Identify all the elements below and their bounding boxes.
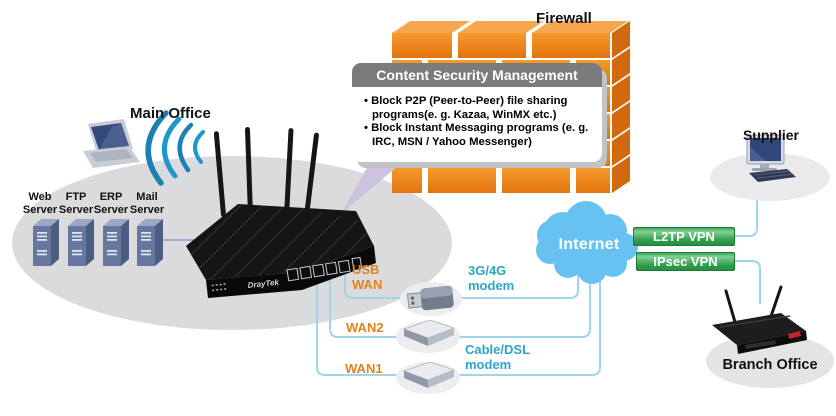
internet-cloud-icon (536, 201, 638, 284)
wan-connection-lines (316, 200, 761, 376)
l2tp-vpn-banner: L2TP VPN (633, 227, 735, 246)
internet-label: Internet (558, 236, 620, 253)
branch-office-label: Branch Office (722, 357, 818, 373)
csm-callout-pointer (341, 166, 398, 214)
firewall-label: Firewall (536, 10, 592, 27)
wifi-waves-icon (145, 110, 205, 186)
router-brand-logo: DrayTek (247, 278, 280, 290)
wan2-label: WAN2 (346, 320, 384, 335)
laptop-icon (83, 119, 140, 168)
erp-server-label: ERP Server (93, 191, 129, 216)
ipsec-vpn-banner: IPsec VPN (636, 252, 735, 271)
web-server-label: Web Server (22, 191, 58, 216)
branch-router-icon (712, 285, 807, 354)
csm-callout: Content Security Management Block P2P (P… (352, 63, 602, 162)
wan1-label: WAN1 (345, 361, 383, 376)
cable-dsl-modem-label: Cable/DSL modem (465, 342, 531, 372)
usb-dongle-icon (406, 285, 454, 311)
csm-title: Content Security Management (352, 63, 602, 87)
csm-bullet: Block Instant Messaging programs (e. g. … (361, 122, 597, 149)
mail-server-label: Mail Server (129, 191, 165, 216)
csm-body: Block P2P (Peer-to-Peer) file sharing pr… (352, 87, 602, 162)
ftp-server-label: FTP Server (58, 191, 94, 216)
3g4g-modem-label: 3G/4G modem (468, 263, 515, 293)
wireless-router-icon: DrayTek (186, 127, 376, 298)
supplier-label: Supplier (742, 127, 799, 143)
desktop-pc-icon (746, 134, 796, 182)
main-office-label: Main Office (130, 105, 211, 122)
usb-wan-label: USB WAN (352, 262, 383, 292)
modem-box-icons (403, 319, 455, 389)
csm-bullet: Block P2P (Peer-to-Peer) file sharing pr… (361, 95, 597, 122)
